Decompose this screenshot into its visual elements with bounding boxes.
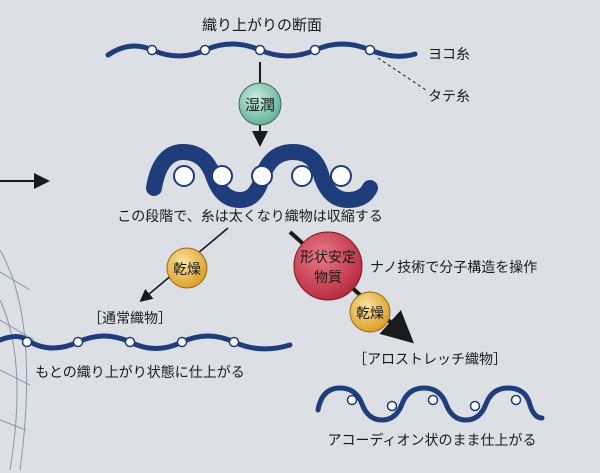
warp-thread — [124, 336, 136, 348]
stabilizer-circle — [293, 231, 363, 301]
warp-thread — [228, 336, 240, 348]
warp-label: タテ糸 — [428, 89, 470, 105]
warp-thread — [176, 336, 188, 348]
swollen-warp-thread — [211, 165, 233, 187]
warp-leader-line — [377, 57, 427, 91]
normal-fabric-wave — [0, 333, 293, 352]
stage-description: この段階で、糸は太くなり織物は収縮する — [117, 209, 382, 225]
diagram-title: 織り上がりの断面 — [202, 16, 322, 34]
dry-step-circle-right — [349, 291, 391, 333]
stabilizer-label-line1: 形状安定 — [300, 250, 356, 266]
normal-fabric-title: ［通常織物］ — [88, 311, 172, 327]
wet-step-label: 湿潤 — [245, 96, 275, 114]
warp-thread — [386, 400, 398, 412]
stabilizer-label-line2: 物質 — [314, 270, 342, 286]
normal-fabric-result: もとの織り上がり状態に仕上がる — [35, 365, 245, 381]
stretch-fabric-wave — [315, 385, 545, 423]
globe-decoration — [0, 249, 35, 471]
dry-step-circle-left — [166, 247, 208, 289]
dry-step-label-right: 乾燥 — [356, 306, 384, 322]
dry-step-label-left: 乾燥 — [173, 262, 201, 278]
swollen-warp-thread — [173, 165, 195, 187]
warp-thread — [364, 44, 376, 56]
warp-thread — [199, 44, 211, 56]
warp-thread — [510, 394, 522, 406]
warp-thread — [346, 394, 358, 406]
warp-thread — [309, 44, 321, 56]
stretch-fabric-result: アコーディオン状のまま仕上がる — [327, 432, 536, 449]
warp-thread — [72, 336, 84, 348]
swollen-warp-thread — [291, 165, 313, 187]
warp-thread — [146, 44, 158, 56]
swollen-warp-thread — [330, 165, 352, 187]
nano-tech-label: ナノ技術で分子構造を操作 — [370, 260, 537, 276]
warp-thread — [427, 394, 439, 406]
stretch-fabric-title: ［アロストレッチ織物］ — [353, 352, 507, 368]
weft-label: ヨコ糸 — [428, 47, 470, 63]
warp-thread — [21, 336, 33, 348]
warp-thread — [469, 400, 481, 412]
swollen-warp-thread — [251, 165, 273, 187]
warp-thread — [254, 44, 266, 56]
